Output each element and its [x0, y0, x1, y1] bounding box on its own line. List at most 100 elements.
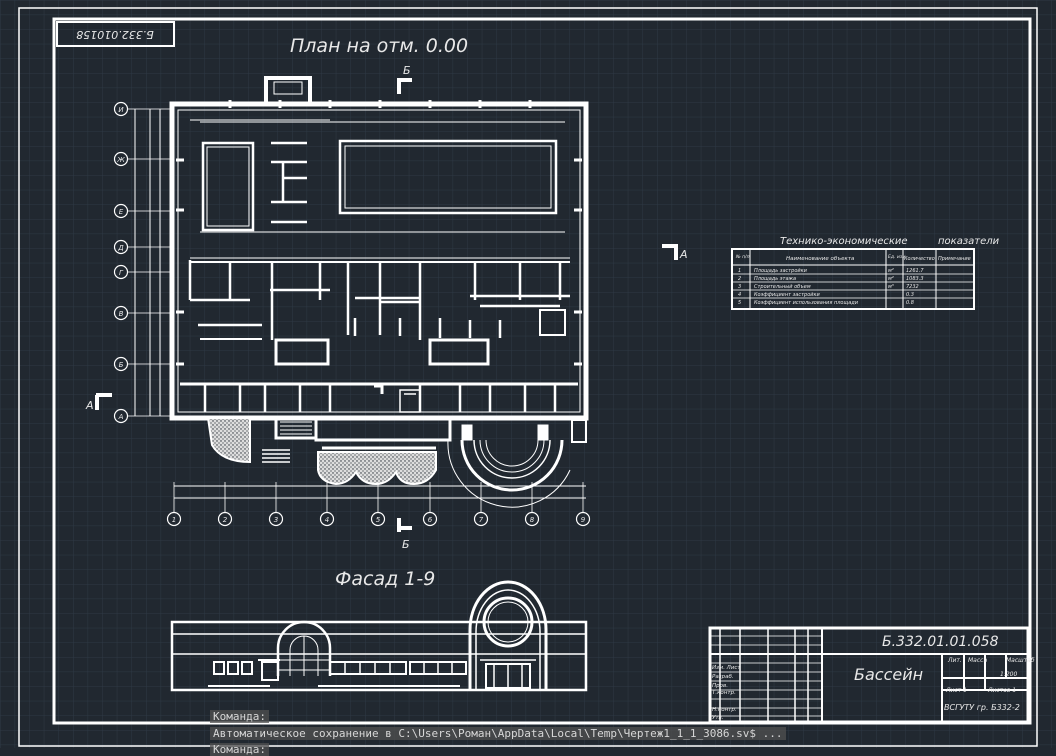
svg-text:Коэффициент застройки: Коэффициент застройки [754, 292, 821, 298]
plan-title: План на отм. 0.00 [290, 35, 468, 57]
svg-text:Лит.: Лит. [947, 657, 962, 664]
svg-text:Масштаб: Масштаб [1006, 657, 1035, 664]
svg-text:3: 3 [274, 516, 278, 524]
sign-row-label: Разраб. [712, 674, 734, 680]
tep-row: 1 Площадь застройки м² 1261.7 [738, 268, 924, 274]
svg-text:Б: Б [403, 64, 411, 77]
svg-text:м²: м² [888, 268, 894, 274]
sign-row-label: Н.контр. [712, 707, 737, 713]
svg-text:Количество: Количество [904, 256, 935, 262]
svg-text:А: А [118, 413, 124, 421]
svg-text:6: 6 [428, 516, 433, 524]
svg-text:2: 2 [223, 516, 228, 524]
svg-text:Б: Б [119, 361, 124, 369]
title-block-org: ВСГУТУ гр. Б332-2 [944, 703, 1020, 712]
rotated-stamp: Б.332.010158 [56, 21, 175, 47]
svg-text:В: В [119, 310, 124, 318]
svg-text:м²: м² [888, 276, 894, 282]
letter-axis-bubbles: И Ж Е Д Г В Б А [113, 101, 172, 424]
svg-text:Технико-экономические: Технико-экономические [780, 236, 908, 247]
tep-row: 2 Площадь этажа м² 1083.3 [738, 276, 924, 282]
svg-text:4: 4 [325, 516, 329, 524]
svg-text:Наименование объекта: Наименование объекта [786, 256, 855, 262]
sheet-outer-frame [18, 7, 1038, 747]
grid-axes [134, 109, 586, 499]
svg-text:Строительный объем: Строительный объем [754, 284, 811, 290]
title-block-code: Б.332.01.01.058 [882, 634, 999, 650]
svg-text:Площадь застройки: Площадь застройки [754, 268, 808, 274]
axis-bubble-num-8: 8 [524, 482, 540, 527]
axis-bubble-num-9: 9 [575, 482, 591, 527]
svg-text:1: 1 [172, 516, 176, 524]
svg-text:Д: Д [117, 244, 124, 252]
svg-text:1083.3: 1083.3 [906, 276, 924, 282]
svg-text:№ п/п: № п/п [735, 254, 750, 260]
title-block-name: Бассейн [854, 665, 923, 684]
svg-text:Ж: Ж [116, 156, 125, 164]
svg-text:3: 3 [738, 284, 741, 290]
axis-bubble-5: Г [113, 264, 172, 280]
facade-elevation [170, 580, 588, 692]
section-marker-a-right: А [662, 244, 688, 261]
svg-text:показатели: показатели [938, 236, 1000, 247]
tep-table[interactable]: Технико-экономические показатели № п/п Н… [731, 236, 1000, 310]
title-block[interactable]: Б.332.01.01.058 Бассейн Лит. Масса Масшт… [708, 626, 1035, 724]
tep-row: 4 Коэффициент застройки 0.3 [738, 292, 914, 298]
svg-text:5: 5 [738, 300, 741, 306]
svg-text:Площадь этажа: Площадь этажа [754, 276, 796, 282]
number-axis-bubbles: 1 2 3 4 5 6 7 8 9 [166, 482, 591, 527]
axis-bubble-7: Б [113, 356, 172, 372]
axis-bubble-4: Д [113, 239, 172, 255]
sheet-inner-frame [52, 17, 1032, 725]
svg-text:2: 2 [738, 276, 741, 282]
svg-text:0.8: 0.8 [906, 300, 914, 306]
svg-text:А: А [679, 248, 688, 261]
svg-text:7: 7 [479, 516, 484, 524]
axis-bubble-num-6: 6 [422, 482, 438, 527]
svg-text:7232: 7232 [906, 284, 919, 290]
command-prompt[interactable]: Команда: [210, 743, 269, 756]
axis-bubble-6: В [113, 305, 172, 321]
sign-row-label: Т.контр. [712, 690, 736, 696]
axis-bubble-2: Ж [113, 151, 172, 167]
svg-text:Масса: Масса [968, 657, 987, 664]
svg-text:1:200: 1:200 [1000, 671, 1017, 678]
svg-text:Листов 1: Листов 1 [987, 687, 1016, 694]
axis-bubble-num-4: 4 [319, 482, 335, 527]
svg-text:8: 8 [530, 516, 535, 524]
axis-bubble-num-1: 1 [166, 482, 182, 527]
axis-bubble-num-3: 3 [268, 482, 284, 527]
section-marker-b-top: Б [397, 64, 412, 94]
sign-row-label: Изм. Лист [712, 665, 741, 671]
floor-plan[interactable] [169, 76, 589, 463]
svg-text:1261.7: 1261.7 [906, 268, 924, 274]
svg-text:Е: Е [119, 208, 124, 216]
svg-text:Ед. изм.: Ед. изм. [888, 254, 907, 260]
svg-text:1: 1 [738, 268, 741, 274]
axis-bubble-3: Е [113, 203, 172, 219]
section-marker-a-left: А [85, 393, 112, 412]
svg-text:Лист 1: Лист 1 [945, 687, 967, 694]
svg-text:0.3: 0.3 [906, 292, 914, 298]
planter-bottom [317, 446, 437, 486]
axis-bubble-num-5: 5 [370, 482, 386, 527]
tep-row: 5 Коэффициент использования площади 0.8 [738, 300, 914, 306]
planter-left [206, 417, 251, 464]
svg-text:9: 9 [581, 516, 586, 524]
svg-text:Коэффициент использования площ: Коэффициент использования площади [754, 300, 859, 306]
sign-row-label: Утв. [712, 715, 724, 721]
command-history-line-1: Команда: [210, 710, 269, 723]
sign-row-label: Пров. [712, 683, 728, 689]
svg-text:5: 5 [376, 516, 381, 524]
axis-bubble-num-7: 7 [473, 482, 489, 527]
svg-text:Б: Б [402, 538, 410, 551]
facade-title: Фасад 1-9 [335, 568, 435, 590]
svg-text:4: 4 [738, 292, 741, 298]
svg-text:Примечание: Примечание [938, 256, 971, 262]
section-marker-b-bottom: Б [397, 518, 412, 551]
svg-text:Б.332.010158: Б.332.010158 [76, 28, 154, 41]
svg-text:Г: Г [119, 269, 124, 277]
axis-bubble-8: А [113, 408, 172, 424]
axis-bubble-1: И [113, 101, 172, 117]
